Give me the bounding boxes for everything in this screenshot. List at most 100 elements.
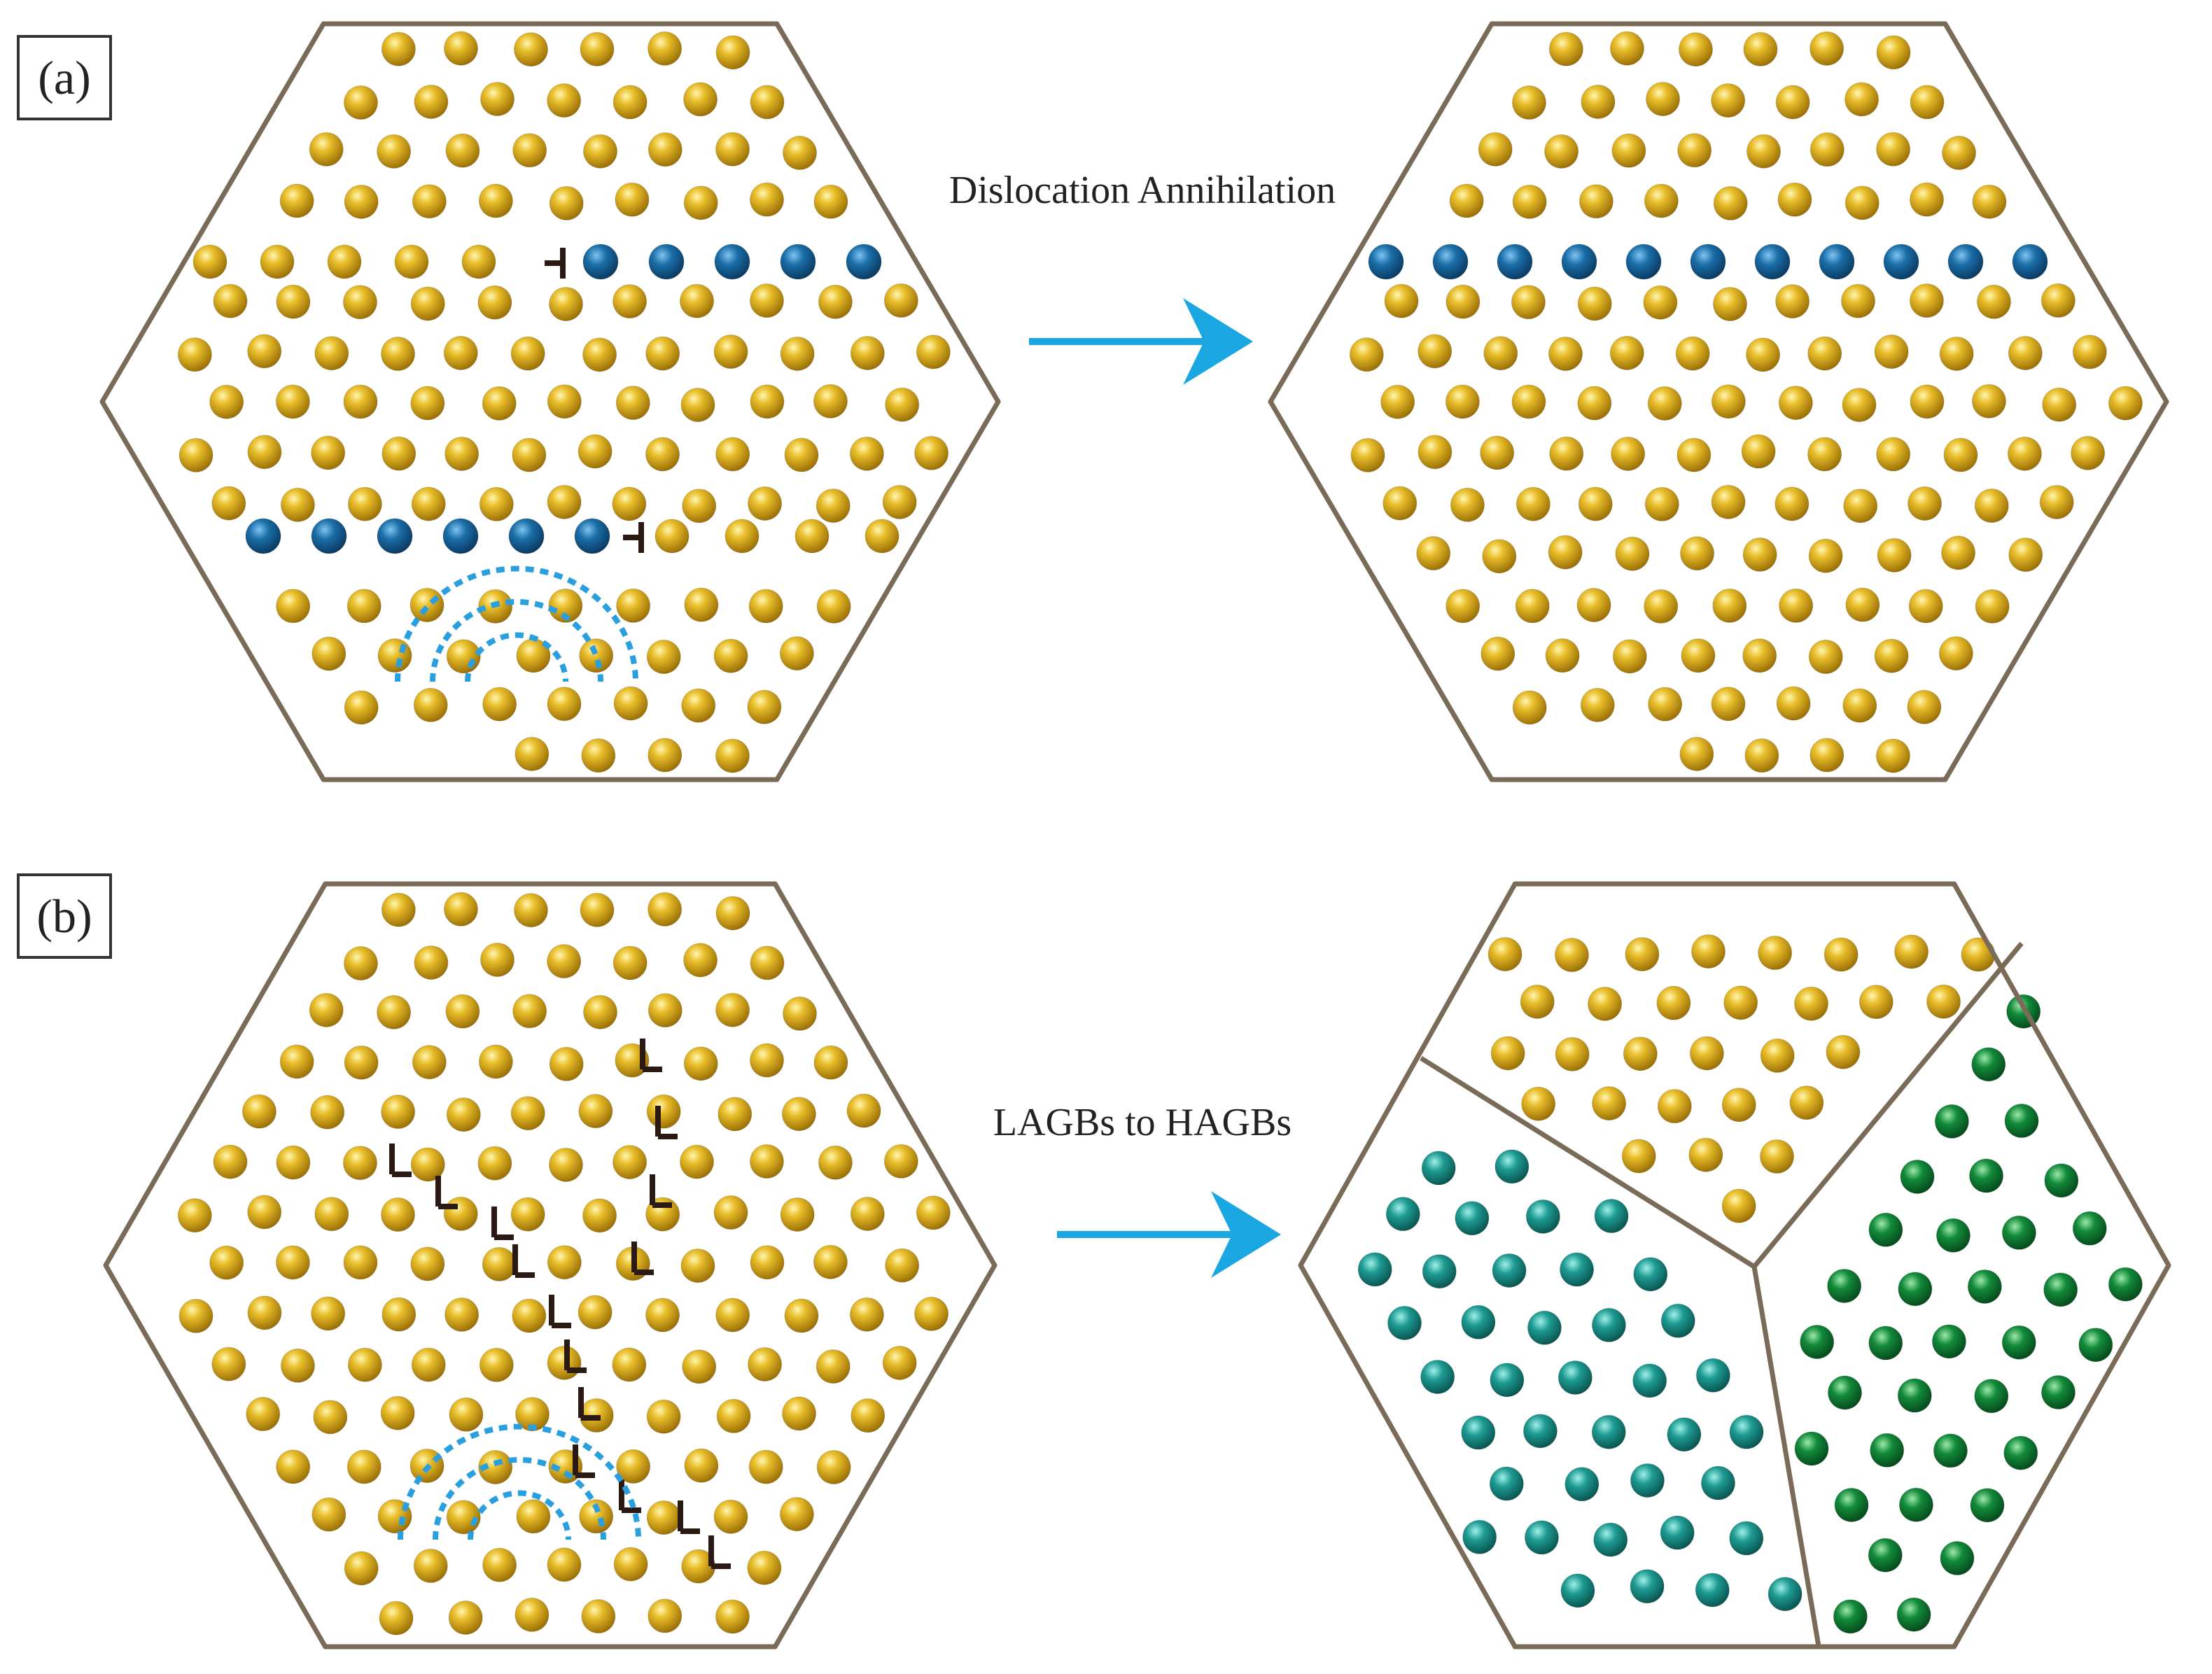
annihilated-dislocation-row-atom — [1947, 244, 1984, 280]
atom — [377, 638, 412, 673]
atom — [1807, 437, 1842, 472]
atom — [580, 892, 615, 927]
arrow-head — [1211, 1191, 1281, 1278]
atom — [581, 738, 616, 773]
atom — [1548, 535, 1583, 570]
atom — [580, 31, 615, 66]
panel-a-label: (a) — [38, 51, 90, 104]
atom — [1807, 336, 1842, 371]
atom — [346, 589, 382, 624]
atom — [343, 1245, 378, 1280]
atom — [683, 943, 718, 978]
atom — [715, 738, 750, 773]
extra-half-plane-atom — [846, 244, 882, 280]
atom — [648, 993, 682, 1028]
atom — [654, 519, 690, 554]
atom — [1841, 283, 1876, 318]
atom — [512, 437, 547, 472]
atom — [247, 334, 282, 369]
atom — [1971, 384, 2006, 418]
atom — [2108, 386, 2143, 421]
atom — [382, 436, 416, 471]
atom — [1461, 1415, 1496, 1450]
atom — [482, 1547, 517, 1582]
atom — [1621, 1139, 1656, 1174]
atom — [247, 435, 282, 470]
atom — [750, 945, 785, 980]
atom — [394, 244, 429, 279]
atom — [813, 1244, 848, 1279]
atom — [343, 946, 378, 981]
edge-dislocation-icon — [549, 1295, 571, 1328]
atom — [715, 896, 750, 931]
atom — [548, 588, 583, 623]
atom — [648, 738, 682, 773]
atom — [1972, 184, 2007, 219]
atom — [1942, 135, 1977, 170]
atom — [1711, 384, 1746, 419]
extra-half-plane-atom — [582, 244, 619, 280]
atom — [648, 132, 682, 167]
atom — [344, 690, 379, 725]
atom — [213, 283, 248, 318]
atom — [680, 1144, 715, 1179]
atom — [1450, 487, 1485, 522]
atom — [1760, 1038, 1795, 1073]
atom — [347, 1347, 382, 1382]
atom — [443, 335, 478, 370]
atom — [1647, 386, 1682, 421]
atom — [646, 1500, 681, 1535]
atom — [681, 688, 716, 723]
atom — [748, 589, 783, 624]
atom — [1611, 133, 1646, 168]
atom — [344, 1551, 379, 1586]
atom — [1876, 437, 1911, 472]
atom — [510, 1096, 545, 1131]
atom — [1845, 587, 1880, 622]
atom — [816, 488, 850, 523]
atom — [1729, 1414, 1764, 1449]
atom — [849, 1297, 884, 1332]
atom — [1691, 934, 1726, 969]
atom — [914, 435, 949, 470]
grain-outline — [99, 21, 1001, 782]
atom — [1679, 736, 1714, 771]
atom — [1789, 1085, 1824, 1120]
atom — [1842, 388, 1877, 423]
atom — [380, 1395, 415, 1430]
grain-outline — [1298, 881, 2171, 1650]
atom — [414, 945, 449, 980]
atom — [615, 182, 650, 217]
atom — [443, 31, 478, 66]
atom — [1775, 85, 1810, 120]
atom — [1678, 32, 1713, 67]
atom — [715, 437, 750, 472]
atom — [1808, 640, 1843, 675]
atom — [578, 1295, 612, 1330]
atom — [547, 484, 582, 519]
atom — [449, 1397, 484, 1432]
edge-dislocation-icon — [545, 248, 566, 279]
atom — [813, 1045, 848, 1080]
atom — [1609, 31, 1644, 66]
atom — [1490, 1363, 1525, 1398]
annihilated-dislocation-row-atom — [1883, 244, 1919, 280]
atom — [582, 337, 617, 372]
atom — [177, 1198, 212, 1233]
atom — [1712, 588, 1747, 623]
atom — [1933, 1433, 1968, 1468]
atom — [209, 1245, 244, 1280]
atom — [1521, 1086, 1556, 1121]
atom — [478, 183, 513, 218]
atom — [445, 994, 480, 1029]
atom — [478, 1044, 513, 1079]
atom — [1455, 1201, 1490, 1236]
atom — [1357, 1252, 1392, 1287]
atom — [314, 1197, 349, 1232]
atom — [1843, 488, 1878, 523]
atom — [645, 437, 680, 472]
atom — [648, 1598, 682, 1633]
atom — [818, 1145, 853, 1180]
atom — [683, 185, 718, 220]
